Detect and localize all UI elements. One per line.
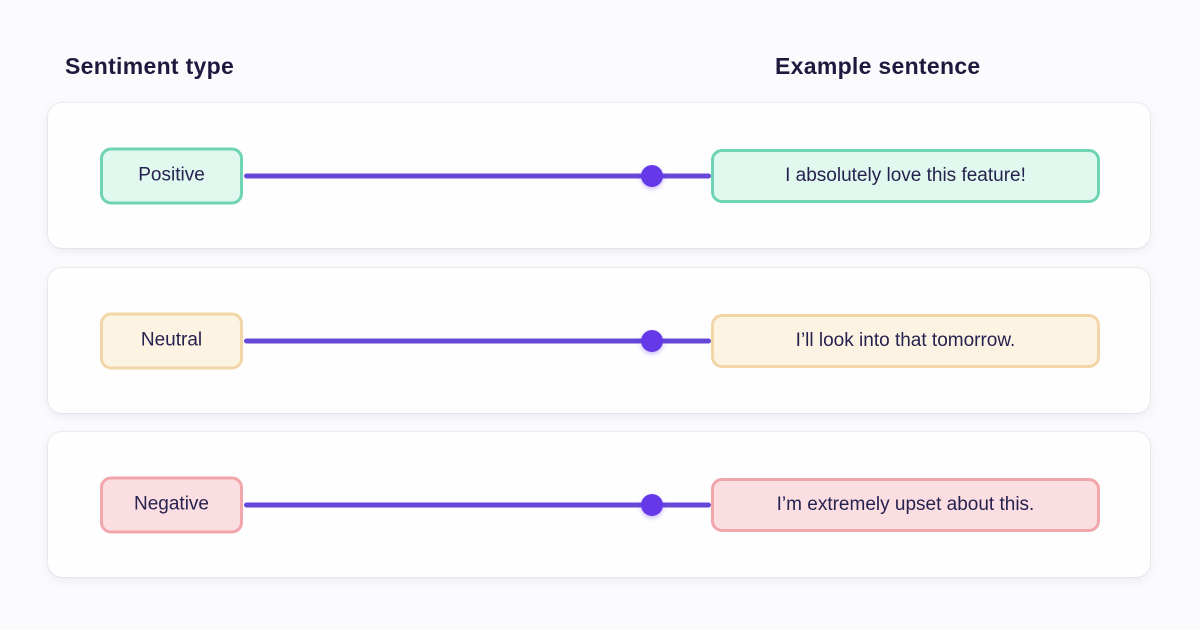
connector-dot	[641, 164, 663, 187]
connector-dot	[641, 493, 663, 516]
sentiment-type-label: Positive	[138, 164, 205, 186]
connector-line	[244, 338, 711, 343]
row-card-negative: Negative I’m extremely upset about this.	[48, 432, 1150, 577]
sentiment-type-label: Neutral	[140, 329, 203, 351]
connector-line	[244, 173, 711, 178]
example-sentence-label: I’m extremely upset about this.	[776, 493, 1035, 515]
example-sentence-pill: I absolutely love this feature!	[711, 148, 1100, 203]
sentiment-type-pill: Positive	[100, 147, 243, 204]
connector-line	[244, 502, 711, 507]
example-sentence-pill: I’ll look into that tomorrow.	[711, 313, 1100, 368]
column-header-example-sentence: Example sentence	[775, 53, 981, 79]
sentiment-type-pill: Negative	[100, 476, 243, 533]
column-header-sentiment-type: Sentiment type	[65, 53, 235, 79]
sentiment-type-label: Negative	[134, 493, 209, 515]
connector-dot	[641, 329, 663, 352]
example-sentence-pill: I’m extremely upset about this.	[711, 477, 1100, 532]
row-card-neutral: Neutral I’ll look into that tomorrow.	[48, 268, 1150, 413]
example-sentence-label: I absolutely love this feature!	[785, 164, 1026, 186]
row-card-positive: Positive I absolutely love this feature!	[48, 103, 1150, 248]
example-sentence-label: I’ll look into that tomorrow.	[795, 329, 1016, 351]
sentiment-type-pill: Neutral	[100, 312, 243, 369]
